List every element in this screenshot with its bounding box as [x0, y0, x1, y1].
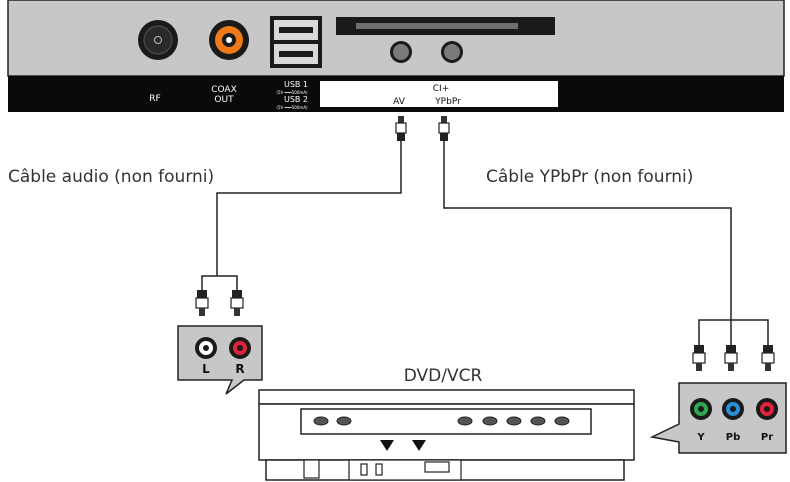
- usb1-spec: (5V ═══500mA): [276, 90, 308, 95]
- coax-label-line2: OUT: [214, 95, 234, 105]
- audio-plug-right: [230, 290, 244, 316]
- rf-label: RF: [149, 94, 160, 104]
- ypbpr-label: YPbPr: [434, 97, 461, 107]
- ci-slot: [336, 17, 555, 35]
- coax-out-connector: [209, 20, 249, 60]
- ypbpr-jack-pr-label: Pr: [761, 432, 773, 443]
- ypbpr-cable-split: [698, 319, 769, 345]
- audio-plug-left: [195, 290, 209, 316]
- usb-ports: [270, 16, 322, 68]
- panel-body: [7, 0, 785, 77]
- ypbpr-jack-y-label: Y: [696, 432, 705, 443]
- device-label: DVD/VCR: [404, 366, 483, 386]
- audio-cable: [216, 141, 402, 276]
- ypbpr-cable: [443, 141, 732, 320]
- audio-jack-callout: L R: [177, 325, 263, 395]
- ypbpr-jack-callout: Y Pb Pr: [649, 382, 787, 454]
- audio-cable-label: Câble audio (non fourni): [8, 167, 214, 187]
- dvd-vcr-device: [258, 389, 635, 481]
- ypbpr-jack-pb-label: Pb: [726, 432, 741, 443]
- ypbpr-cable-label: Câble YPbPr (non fourni): [486, 167, 693, 187]
- ci-av-label-box: [320, 81, 558, 107]
- usb1-label: USB 1: [284, 80, 308, 89]
- ypbpr-plug-pb: [724, 345, 738, 371]
- audio-jack-right-label: R: [235, 362, 244, 376]
- audio-cable-split: [201, 275, 238, 290]
- usb2-spec: (5V ═══500mA): [276, 105, 308, 110]
- ypbpr-plug-top: [438, 116, 450, 141]
- audio-plug-top: [395, 116, 407, 141]
- av-label: AV: [393, 97, 406, 107]
- ci-label: CI+: [433, 84, 449, 94]
- coax-label-line1: COAX: [211, 85, 237, 95]
- rf-connector: [138, 20, 178, 60]
- usb2-label: USB 2: [284, 95, 308, 104]
- audio-jack-left-label: L: [202, 362, 210, 376]
- ypbpr-plug-pr: [761, 345, 775, 371]
- tv-back-panel: RF COAX OUT USB 1 (5V ═══500mA) USB 2 (5…: [7, 0, 785, 112]
- ypbpr-plug-y: [692, 345, 706, 371]
